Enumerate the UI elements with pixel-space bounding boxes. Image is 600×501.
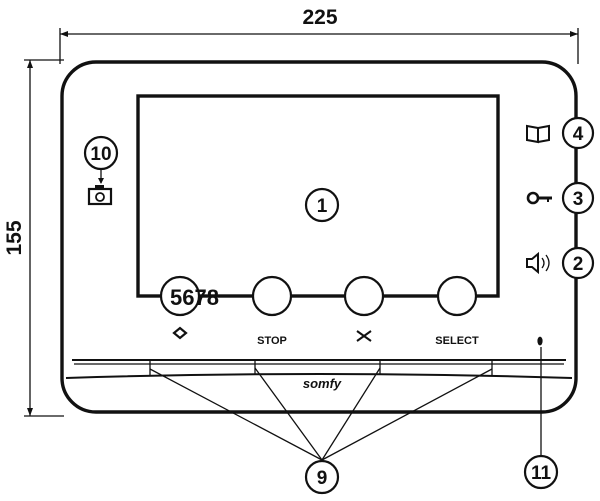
- callout-9: 9: [304, 459, 340, 495]
- book-icon: [526, 124, 550, 144]
- callout-10-circle: [83, 135, 119, 171]
- button-labels: STOP SELECT: [172, 326, 479, 347]
- device-outline: [60, 60, 578, 414]
- callout-11: 11: [523, 454, 559, 490]
- key-icon-bow: [526, 191, 540, 205]
- button-3: [343, 275, 385, 317]
- button-label-select: SELECT: [435, 335, 479, 347]
- speaker-icon-body: [526, 251, 539, 275]
- callout-9-number: 9: [317, 468, 328, 489]
- camera-icon-lens: [95, 192, 105, 202]
- callout-3: 3: [561, 181, 595, 215]
- width-arrow-left: [60, 31, 68, 37]
- width-dimension: 225: [59, 6, 579, 64]
- callout-9-leader-3: [321, 367, 381, 461]
- speaker-icon-wave-1: [541, 257, 545, 269]
- cross-arrows-icon: [356, 330, 372, 342]
- callout-9-leader-2: [254, 367, 323, 461]
- height-dimension: 155: [3, 59, 64, 417]
- callout-3-circle: [561, 181, 595, 215]
- callout-1: 1: [304, 187, 340, 223]
- screen: [136, 94, 500, 298]
- book-icon-right-page: [537, 124, 550, 143]
- brand-logo: somfy: [303, 376, 342, 391]
- callout-2: 2: [561, 246, 595, 280]
- width-arrow-right: [570, 31, 578, 37]
- callout-9-leader-4: [321, 368, 493, 461]
- callout-4: 4: [561, 116, 595, 150]
- callout-3-number: 3: [573, 189, 584, 210]
- width-dimension-label: 225: [302, 6, 337, 29]
- camera-icon: [87, 185, 113, 206]
- callout-9-leaders: [149, 367, 493, 461]
- button-label-stop: STOP: [257, 335, 287, 347]
- button-1: [159, 275, 201, 317]
- speaker-icon-wave-2: [545, 254, 550, 272]
- callout-9-circle: [304, 459, 340, 495]
- callout-1-circle: [304, 187, 340, 223]
- speaker-icon: [526, 251, 550, 275]
- key-icon: [526, 191, 552, 205]
- touch-strip-lower-edge: [65, 373, 573, 379]
- callout-2-number: 2: [573, 254, 584, 275]
- callout-10-arrow: [98, 178, 104, 184]
- callout-4-number: 4: [573, 124, 584, 145]
- height-arrow-bottom: [27, 408, 33, 416]
- book-icon-left-page: [526, 124, 539, 144]
- screen-overlay-text: 5678: [170, 285, 219, 310]
- callout-11-number: 11: [531, 463, 552, 484]
- callout-4-circle: [561, 116, 595, 150]
- height-dimension-label: 155: [3, 220, 26, 255]
- callout-1-number: 1: [317, 196, 328, 217]
- status-led: [537, 336, 543, 346]
- button-4: [436, 275, 478, 317]
- camera-icon-top: [95, 185, 104, 189]
- button-row: [159, 275, 478, 317]
- button-2: [251, 275, 293, 317]
- callout-11-circle: [523, 454, 559, 490]
- callout-10-number: 10: [90, 144, 111, 165]
- touch-strip: [65, 359, 573, 379]
- height-arrow-top: [27, 60, 33, 68]
- cross-arrows-lines: [356, 330, 372, 342]
- callout-9-leader-1: [149, 368, 323, 461]
- callout-10: 10: [83, 135, 119, 171]
- callout-2-circle: [561, 246, 595, 280]
- diamond-icon: [172, 326, 188, 340]
